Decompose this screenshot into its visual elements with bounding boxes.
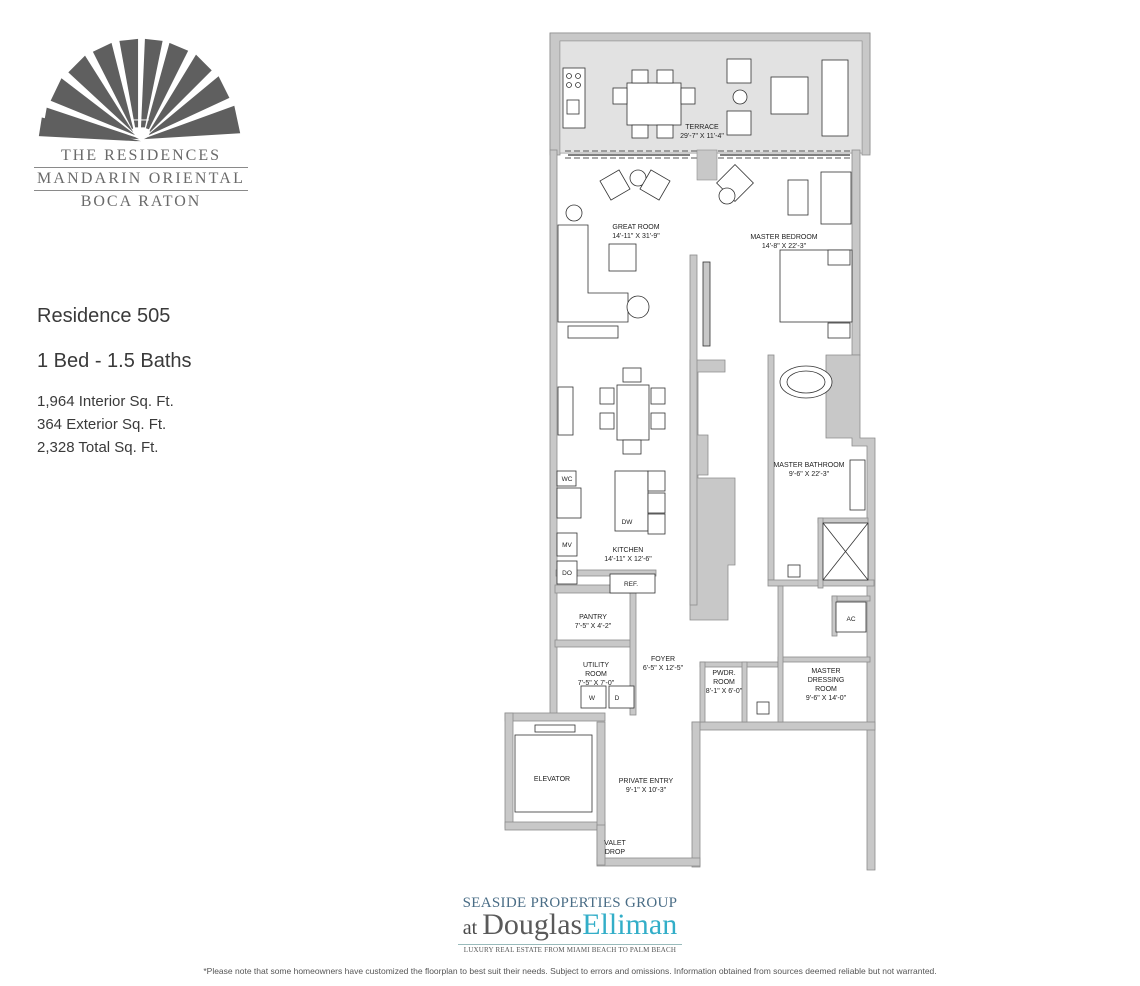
room-pantry: PANTRY 7'-5" X 4'-2": [575, 613, 611, 631]
terrace-area: [559, 40, 863, 154]
room-name: GREAT ROOM: [612, 224, 660, 231]
room-foyer: FOYER 6'-5" X 12'-5": [643, 655, 683, 673]
interior-sqft: 1,964 Interior Sq. Ft.: [37, 393, 174, 410]
room-name: PWDR.: [712, 670, 736, 677]
room-name: KITCHEN: [612, 547, 644, 554]
beds-baths: 1 Bed - 1.5 Baths: [37, 350, 192, 372]
room-great-room: GREAT ROOM 14'-11" X 31'-9": [612, 223, 660, 241]
room-dims: 14'-8" X 22'-3": [761, 243, 807, 250]
room-name: MASTER BATHROOM: [773, 462, 845, 469]
brand-divider: [458, 944, 682, 945]
wc-label: WC: [562, 476, 573, 483]
room-master-dressing: MASTER DRESSING ROOM 9'-6" X 14'-0": [806, 667, 846, 703]
unit-info: Residence 505 1 Bed - 1.5 Baths 1,964 In…: [37, 305, 192, 459]
room-name: ROOM: [585, 671, 607, 678]
room-dims: 8'-1" X 6'-0": [705, 688, 743, 695]
disclaimer: *Please note that some homeowners have c…: [203, 966, 937, 976]
room-terrace: TERRACE 29'-7" X 11'-4": [680, 123, 724, 141]
room-powder: PWDR. ROOM 8'-1" X 6'-0": [706, 669, 742, 696]
room-name: FOYER: [650, 656, 676, 663]
dryer-label: D: [615, 695, 620, 702]
room-dims: 9'-6" X 14'-0": [805, 695, 847, 702]
room-master-bathroom: MASTER BATHROOM 9'-6" X 22'-3": [773, 461, 844, 479]
room-dims: 9'-1" X 10'-3": [625, 787, 667, 794]
room-name: DROP: [604, 849, 626, 856]
logo-line-1: THE RESIDENCES: [61, 147, 221, 164]
exterior-sqft: 364 Exterior Sq. Ft.: [37, 416, 167, 433]
room-name: TERRACE: [685, 124, 719, 131]
room-name: MASTER BEDROOM: [750, 234, 818, 241]
brand-group-name: SEASIDE PROPERTIES GROUP: [462, 895, 678, 911]
room-valet-drop: VALET DROP: [604, 839, 626, 857]
dw-label: DW: [622, 519, 634, 526]
brand-douglas: Douglas: [482, 908, 583, 941]
room-dims: 6'-5" X 12'-5": [642, 665, 684, 672]
room-name: ROOM: [713, 679, 735, 686]
room-dims: 7'-5" X 7'-0": [577, 680, 615, 687]
residence-title: Residence 505: [37, 305, 171, 327]
room-name: UTILITY: [582, 662, 610, 669]
room-dims: 9'-6" X 22'-3": [788, 471, 830, 478]
room-dims: 14'-11" X 31'-9": [612, 233, 660, 240]
brokerage-logo: SEASIDE PROPERTIES GROUP at DouglasEllim…: [455, 895, 685, 954]
room-name: ROOM: [815, 686, 837, 693]
room-master-bedroom: MASTER BEDROOM 14'-8" X 22'-3": [750, 233, 817, 251]
room-kitchen: KITCHEN 14'-11" X 12'-6": [604, 546, 652, 564]
room-dims: 29'-7" X 11'-4": [680, 133, 724, 140]
ac-label: AC: [846, 616, 855, 623]
room-name: MASTER: [811, 668, 841, 675]
room-dims: 7'-5" X 4'-2": [574, 623, 612, 630]
total-sqft: 2,328 Total Sq. Ft.: [37, 439, 159, 456]
room-name: DRESSING: [807, 677, 845, 684]
do-label: DO: [562, 570, 572, 577]
residences-logo: THE RESIDENCES MANDARIN ORIENTAL BOCA RA…: [34, 35, 248, 211]
room-name: PANTRY: [579, 614, 607, 621]
room-elevator: ELEVATOR: [534, 775, 570, 784]
washer-label: W: [589, 695, 596, 702]
brand-tagline: LUXURY REAL ESTATE FROM MIAMI BEACH TO P…: [463, 946, 677, 954]
room-private-entry: PRIVATE ENTRY 9'-1" X 10'-3": [619, 777, 673, 795]
room-name: VALET: [604, 840, 626, 847]
fan-icon: [38, 38, 241, 142]
logo-line-3: BOCA RATON: [80, 193, 202, 210]
brand-at: at: [462, 917, 483, 939]
room-name: PRIVATE ENTRY: [618, 778, 674, 785]
room-utility: UTILITY ROOM 7'-5" X 7'-0": [578, 661, 614, 688]
ref-label: REF.: [624, 581, 638, 588]
logo-line-2: MANDARIN ORIENTAL: [34, 167, 248, 191]
room-name: ELEVATOR: [533, 776, 571, 783]
brand-elliman: Elliman: [582, 908, 678, 941]
room-dims: 14'-11" X 12'-6": [604, 556, 652, 563]
mv-label: MV: [562, 542, 572, 549]
brand-wordmark: at DouglasElliman: [455, 910, 685, 943]
square-footage: 1,964 Interior Sq. Ft. 364 Exterior Sq. …: [37, 390, 192, 459]
